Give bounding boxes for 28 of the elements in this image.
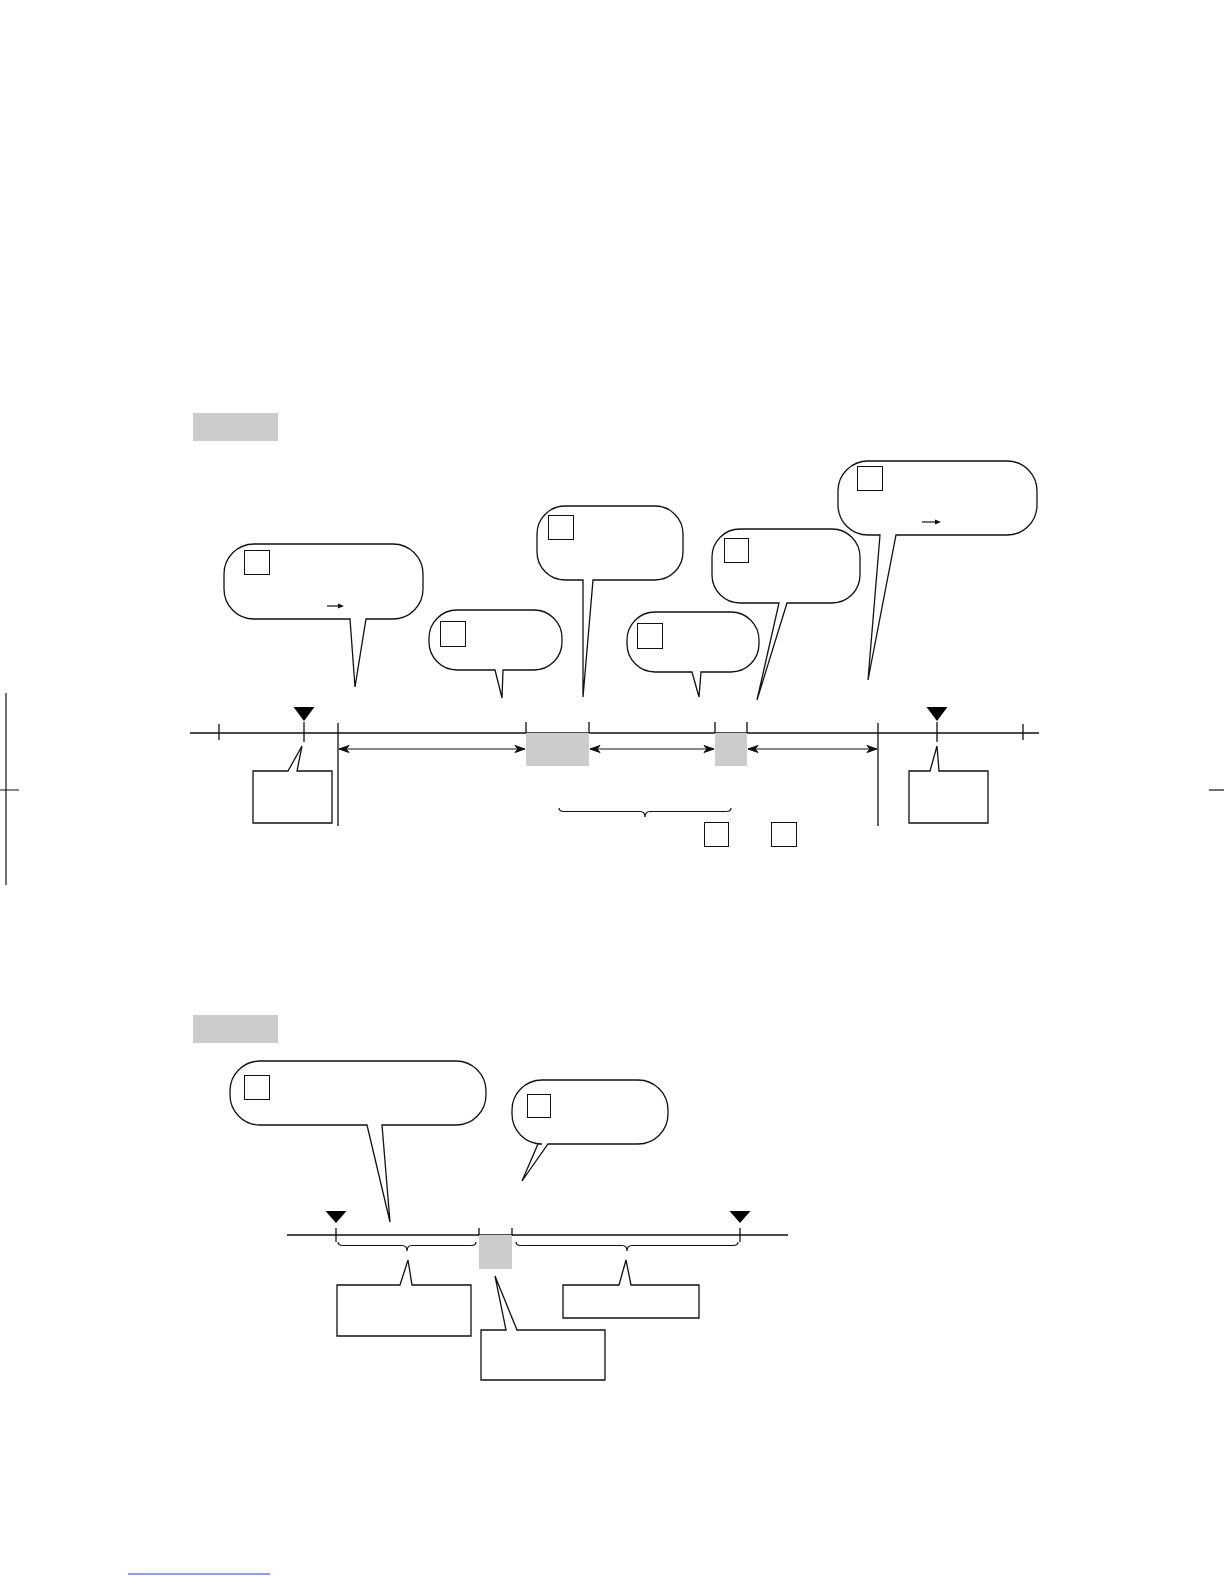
time-block	[715, 733, 747, 766]
callout-frame	[337, 1260, 471, 1336]
speech-bubble	[537, 506, 683, 697]
empty-square	[527, 1094, 551, 1118]
empty-square	[857, 466, 883, 491]
speech-bubble	[429, 610, 562, 698]
empty-square	[548, 515, 574, 540]
speech-bubble	[512, 1080, 668, 1181]
time-block	[479, 1235, 512, 1269]
callout-frame	[481, 1276, 605, 1380]
speech-bubble	[712, 529, 860, 700]
speech-bubble	[627, 612, 759, 697]
speech-bubble	[838, 461, 1037, 680]
callout-frame	[563, 1260, 699, 1318]
speech-bubble	[230, 1061, 486, 1222]
section-tag	[193, 413, 278, 441]
empty-square	[244, 1075, 270, 1100]
empty-square	[771, 822, 797, 847]
empty-square	[440, 621, 466, 647]
section-tag	[193, 1015, 278, 1043]
empty-square	[704, 822, 729, 847]
empty-square	[637, 623, 663, 649]
speech-bubble	[224, 544, 423, 687]
callout-frame	[909, 746, 988, 823]
time-block	[526, 733, 589, 766]
callout-frame	[253, 746, 332, 823]
empty-square	[244, 550, 270, 575]
empty-square	[724, 538, 749, 563]
